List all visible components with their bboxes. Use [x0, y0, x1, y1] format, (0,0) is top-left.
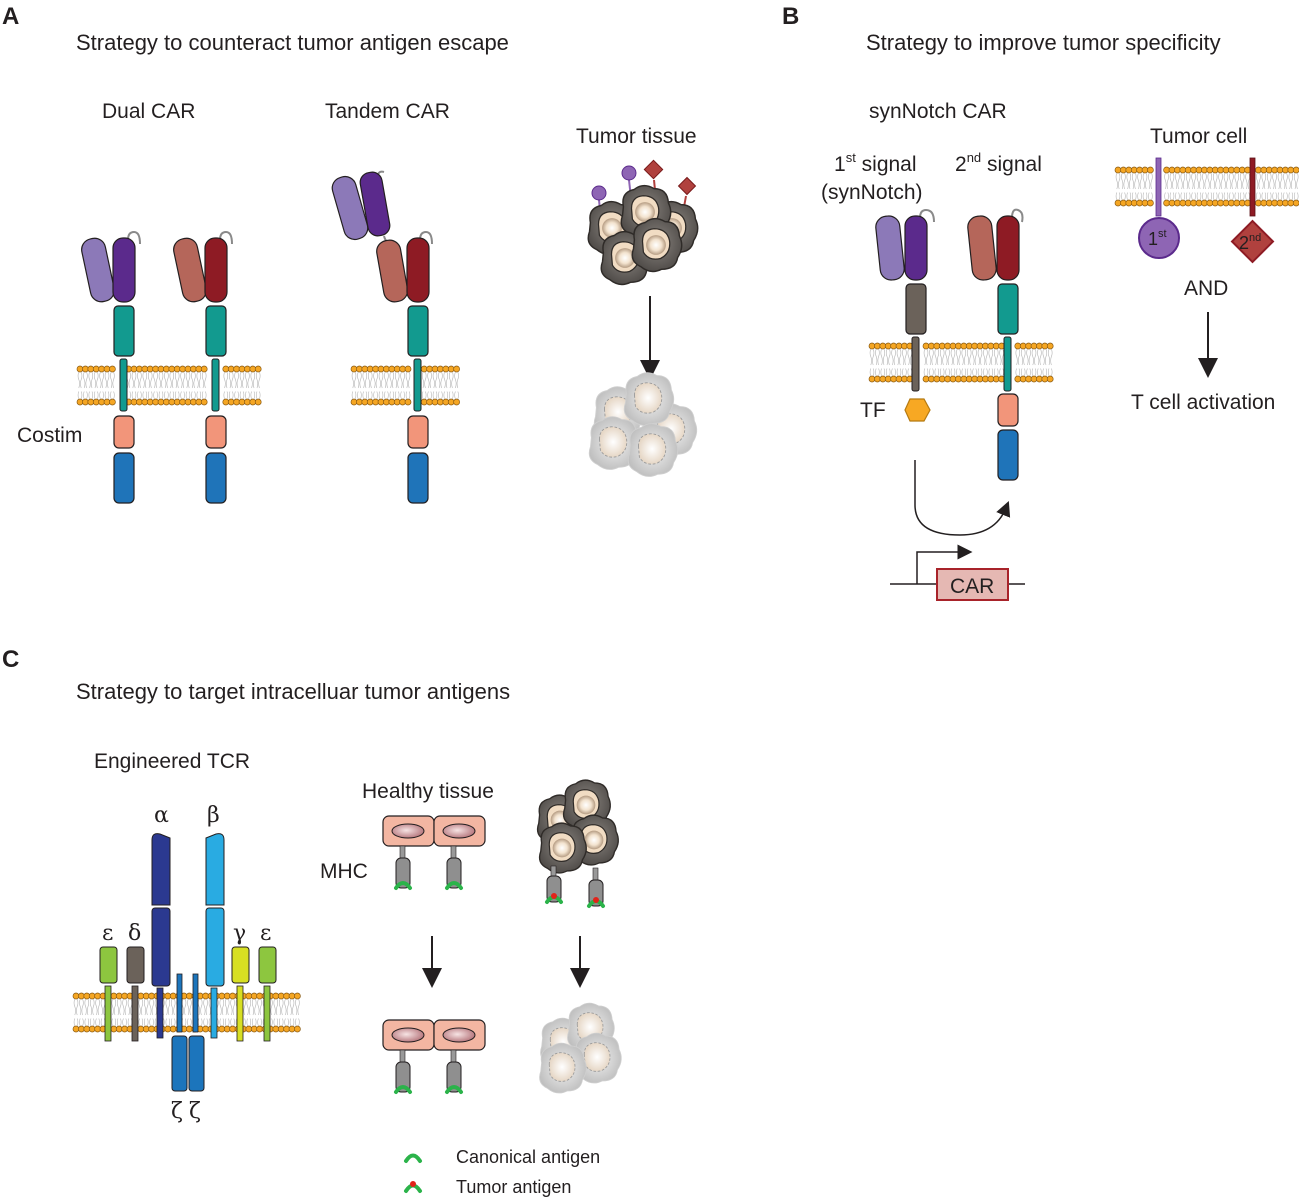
- beta-label: β: [207, 803, 220, 828]
- tcr-complex: α β ε δ γ ε ζ ζ: [99, 803, 277, 1124]
- epsilon-left-label: ε: [102, 921, 113, 946]
- panel-a-title: Strategy to counteract tumor antigen esc…: [76, 30, 509, 55]
- tf-label: TF: [860, 399, 886, 422]
- panel-c-title: Strategy to target intracelluar tumor an…: [76, 679, 510, 704]
- second-antigen-label: 2nd: [1239, 232, 1261, 253]
- second-antigen-stalk: [1249, 157, 1256, 217]
- dual-car-receptor-2: [173, 230, 233, 504]
- first-signal-label: 1st signal: [834, 150, 917, 176]
- canonical-antigen-healthy-2: [445, 881, 463, 890]
- canonical-antigen-healthy-1: [394, 881, 412, 890]
- epsilon-right-label: ε: [260, 921, 271, 946]
- engineered-tcr-label: Engineered TCR: [94, 750, 250, 773]
- mhc-label: MHC: [320, 860, 368, 883]
- tumor-antigen-red-1: [643, 159, 664, 180]
- zeta-right-label: ζ: [189, 1099, 201, 1124]
- dual-car-membrane: [76, 365, 262, 406]
- tumor-cell-label: Tumor cell: [1150, 125, 1247, 148]
- second-signal-car-receptor: [967, 208, 1024, 481]
- costim-label: Costim: [17, 424, 82, 447]
- tumor-antigen-peptide-1: [551, 893, 557, 899]
- healthy-cells-after: [382, 1019, 486, 1094]
- delta-label: δ: [128, 921, 141, 946]
- tandem-car-membrane: [350, 365, 460, 406]
- first-signal-sublabel: (synNotch): [821, 181, 923, 204]
- first-antigen: [1138, 217, 1180, 259]
- legend-canonical-symbol: [404, 1153, 422, 1163]
- synnotch-car-label: synNotch CAR: [869, 100, 1007, 123]
- synnotch-membrane: [868, 342, 1054, 383]
- car-gene-label: CAR: [950, 575, 994, 598]
- alpha-label: α: [154, 803, 169, 828]
- tf-hexagon: [904, 398, 931, 422]
- first-antigen-label: 1st: [1148, 228, 1167, 249]
- panel-c-letter: C: [2, 646, 19, 673]
- and-label: AND: [1184, 277, 1228, 300]
- panel-b-title: Strategy to improve tumor specificity: [866, 30, 1221, 55]
- tumor-antigen-purple-2: [621, 165, 637, 181]
- panel-a-letter: A: [2, 3, 19, 30]
- panel-b-letter: B: [782, 3, 799, 30]
- tumor-tissue-label: Tumor tissue: [576, 125, 697, 148]
- synnotch-receptor: [875, 208, 935, 392]
- tumor-antigen-purple-1: [591, 185, 607, 201]
- healthy-tissue-label: Healthy tissue: [362, 780, 494, 803]
- car-gene-construct: CAR: [890, 544, 1025, 601]
- induction-arrow: [914, 460, 1011, 536]
- dual-car-receptor-1: [81, 230, 141, 504]
- tumor-tissue-cluster: [587, 159, 699, 286]
- dead-tumor-cluster-c: [539, 1002, 622, 1094]
- healthy-cells-before: [382, 815, 486, 890]
- tumor-cell-membrane: [1114, 166, 1299, 207]
- tandem-car-label: Tandem CAR: [325, 100, 450, 123]
- dual-car-label: Dual CAR: [102, 100, 195, 123]
- tumor-antigen-peptide-2: [593, 897, 599, 903]
- zeta-left-label: ζ: [171, 1099, 183, 1124]
- legend-tumor-label: Tumor antigen: [456, 1177, 571, 1197]
- legend: Canonical antigen Tumor antigen: [404, 1147, 600, 1197]
- tandem-car-receptor: [331, 170, 433, 504]
- second-antigen: [1230, 219, 1275, 264]
- tumor-antigen-red-2: [677, 176, 697, 196]
- t-cell-activation-label: T cell activation: [1131, 391, 1275, 414]
- gamma-label: γ: [233, 921, 246, 946]
- legend-canonical-label: Canonical antigen: [456, 1147, 600, 1167]
- second-signal-label: 2nd signal: [955, 150, 1042, 176]
- dead-tumor-cluster-a: [588, 372, 698, 477]
- first-antigen-stalk: [1155, 157, 1162, 217]
- tumor-cells-c: [536, 779, 619, 908]
